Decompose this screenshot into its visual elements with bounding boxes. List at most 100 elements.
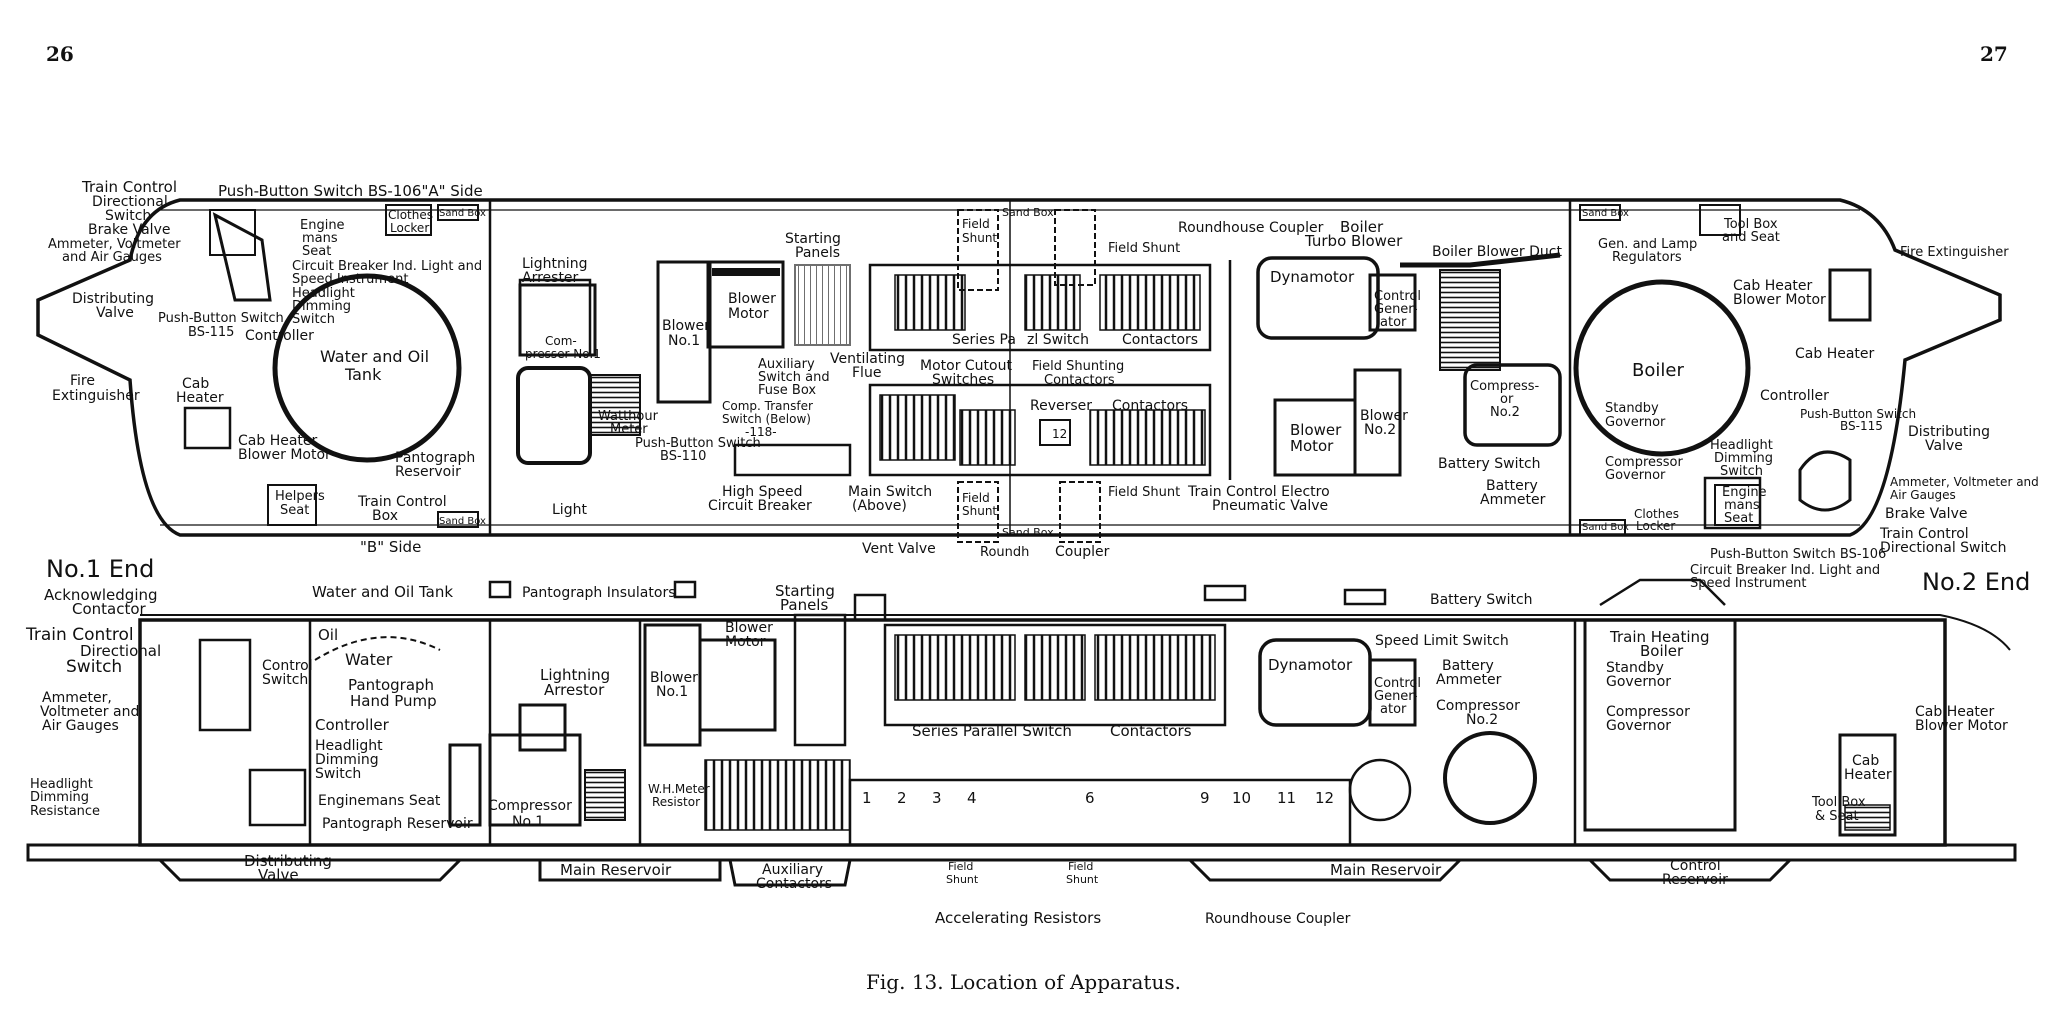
svg-text:Watthour: Watthour [598,409,659,424]
svg-text:& Seat: & Seat [1815,809,1859,824]
label-side-a: Push-Button Switch BS-106"A" Side [218,182,483,200]
svg-text:Field: Field [962,491,990,505]
svg-text:Pantograph: Pantograph [395,450,475,466]
svg-text:Dimming: Dimming [1714,451,1773,466]
svg-text:Regulators: Regulators [1612,250,1682,265]
svg-text:Battery Switch: Battery Switch [1430,592,1533,608]
svg-text:Blower: Blower [1290,421,1342,439]
svg-text:and Air Gauges: and Air Gauges [62,250,162,265]
svg-text:Headlight: Headlight [30,777,93,792]
svg-text:Contactors: Contactors [1044,373,1115,388]
svg-text:and Seat: and Seat [1722,230,1780,245]
svg-text:Box: Box [372,508,398,524]
svg-text:Control: Control [1374,289,1421,304]
svg-text:Contactors: Contactors [1110,722,1192,740]
svg-text:Voltmeter and: Voltmeter and [40,704,139,720]
svg-text:Clothes: Clothes [388,208,433,222]
svg-text:Extinguisher: Extinguisher [52,388,140,404]
svg-text:Shunt: Shunt [1066,873,1099,886]
svg-text:Control: Control [1670,858,1721,874]
svg-text:No.1: No.1 [512,814,544,830]
svg-text:Switches: Switches [932,372,994,388]
svg-text:Blower Motor: Blower Motor [238,447,331,463]
svg-text:Ammeter: Ammeter [1480,492,1546,508]
svg-text:Water: Water [345,650,393,669]
svg-text:No.2: No.2 [1466,712,1498,728]
caption-fig: Fig. 13. [866,970,944,994]
svg-text:Blower: Blower [662,318,710,334]
battery-cell: 4 [967,789,977,807]
svg-text:Governor: Governor [1605,415,1666,430]
svg-text:Circuit Breaker Ind. Light and: Circuit Breaker Ind. Light and [1690,563,1880,578]
svg-text:BS-110: BS-110 [660,449,706,464]
series-parallel-shape [868,263,1212,352]
svg-text:Roundhouse Coupler: Roundhouse Coupler [1178,220,1324,236]
svg-text:Panels: Panels [780,596,828,614]
svg-text:Oil: Oil [318,626,338,644]
svg-text:Fuse Box: Fuse Box [758,383,816,398]
svg-text:BS-115: BS-115 [188,325,234,340]
svg-text:Fire Extinguisher: Fire Extinguisher [1900,245,2009,260]
svg-text:Contactor: Contactor [72,600,147,618]
svg-text:Hand Pump: Hand Pump [350,692,437,710]
svg-text:Ammeter, Voltmeter and: Ammeter, Voltmeter and [1890,475,2039,489]
svg-text:Water and Oil Tank: Water and Oil Tank [312,583,453,601]
svg-text:Arrestor: Arrestor [544,681,605,699]
svg-text:Speed Instrument: Speed Instrument [292,272,408,287]
svg-text:Roundhouse Coupler: Roundhouse Coupler [1205,911,1351,927]
svg-text:Boiler: Boiler [1640,642,1684,660]
svg-text:Sand Box: Sand Box [1582,208,1629,219]
svg-text:Motor: Motor [1290,437,1334,455]
svg-text:BS-115: BS-115 [1840,419,1883,433]
battery-cell: 3 [932,789,942,807]
svg-text:Heater: Heater [1844,767,1892,783]
svg-text:Switch: Switch [105,208,151,224]
svg-text:No.2: No.2 [1490,405,1520,420]
svg-text:or: or [1500,392,1514,407]
svg-text:Contactors: Contactors [1122,332,1198,348]
svg-text:Switch: Switch [315,766,361,782]
svg-text:Com-: Com- [545,334,577,348]
svg-text:Gen. and Lamp: Gen. and Lamp [1598,237,1697,252]
svg-text:Ammeter, Voltmeter: Ammeter, Voltmeter [48,237,181,252]
svg-text:ator: ator [1380,702,1407,717]
svg-text:Contactors: Contactors [1112,398,1188,414]
svg-text:Starting: Starting [775,582,835,600]
svg-text:Motor: Motor [728,306,769,322]
svg-text:Pneumatic Valve: Pneumatic Valve [1212,498,1328,514]
svg-text:Blower: Blower [1360,408,1408,424]
svg-text:Reservoir: Reservoir [395,464,461,480]
svg-text:Pantograph Reservoir: Pantograph Reservoir [322,816,473,832]
svg-text:Valve: Valve [1925,438,1963,454]
svg-text:Controller: Controller [1760,388,1829,404]
svg-text:Compressor: Compressor [1436,698,1520,714]
svg-text:Tank: Tank [344,365,382,384]
svg-text:Headlight: Headlight [315,738,383,754]
battery-cell: 10 [1232,789,1251,807]
svg-text:Resistance: Resistance [30,804,100,819]
svg-text:Controller: Controller [315,716,390,734]
battery-cell-labels: 1 2 3 4 6 9 10 11 12 [862,789,1334,807]
svg-text:zl Switch: zl Switch [1027,332,1089,348]
svg-text:Tool Box: Tool Box [1723,217,1778,232]
svg-text:Panels: Panels [795,245,840,261]
plan-view [36,198,2002,543]
svg-text:Switch: Switch [1720,464,1763,479]
svg-text:Locker: Locker [390,221,429,235]
svg-text:Air Gauges: Air Gauges [1890,488,1956,502]
svg-text:presser No.1: presser No.1 [525,347,601,361]
svg-text:Reverser: Reverser [1030,398,1092,414]
dynamotor-shape [1256,256,1380,340]
blower-1-shape [656,260,712,404]
svg-text:Turbo Blower: Turbo Blower [1304,232,1403,250]
svg-text:Arrester: Arrester [522,270,579,286]
svg-text:Meter: Meter [610,422,648,437]
svg-text:Shunt: Shunt [962,504,997,518]
svg-text:Light: Light [552,502,587,518]
svg-text:Blower: Blower [725,620,773,636]
svg-text:Control: Control [1374,676,1421,691]
svg-text:Heater: Heater [176,390,224,406]
svg-text:(Above): (Above) [852,498,907,514]
svg-text:Switch and: Switch and [758,370,830,385]
